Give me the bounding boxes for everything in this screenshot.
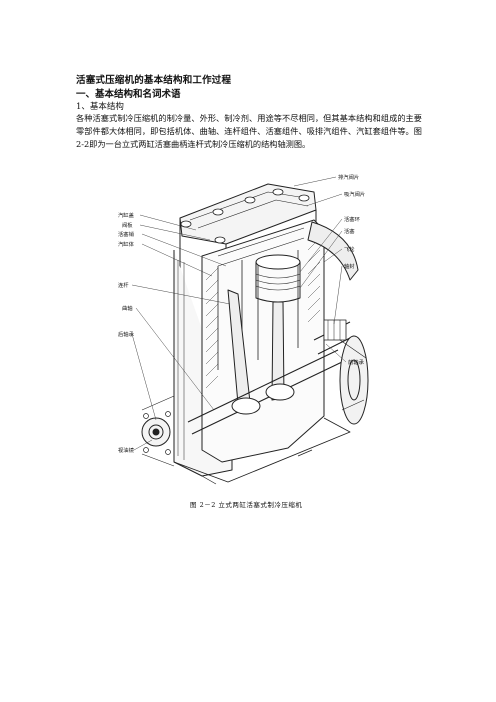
label-cylinder-body: 汽缸体 bbox=[118, 240, 135, 248]
label-exhaust-valve-plate: 排汽阀片 bbox=[338, 173, 359, 181]
figure-caption: 图 2－2 立式两缸活塞式制冷压缩机 bbox=[190, 501, 303, 509]
flywheel-shape bbox=[307, 221, 359, 281]
label-shaft-seal: 轴封 bbox=[344, 262, 355, 270]
label-rear-bearing: 后轴承 bbox=[118, 330, 135, 338]
label-front-bearing: 前轴承 bbox=[348, 358, 365, 366]
label-suction-valve-plate: 吸汽阀片 bbox=[344, 190, 365, 198]
label-connecting-rod: 连杆 bbox=[118, 281, 129, 289]
label-crankshaft: 曲轴 bbox=[122, 304, 133, 312]
compressor-drawing: 排汽阀片 吸汽阀片 汽缸盖 阀板 活塞销 汽缸体 活塞环 活塞 飞轮 轴封 连杆… bbox=[118, 173, 369, 485]
label-piston-ring: 活塞环 bbox=[344, 215, 360, 223]
label-cylinder-cover: 汽缸盖 bbox=[118, 211, 135, 219]
section-heading: 一、基本结构和名词术语 bbox=[76, 89, 181, 100]
label-piston: 活塞 bbox=[344, 227, 355, 235]
label-oil-sight-glass: 视油镜 bbox=[118, 446, 135, 454]
label-valve-plate: 阀板 bbox=[122, 221, 133, 229]
document-title: 活塞式压缩机的基本结构和工作过程 bbox=[76, 75, 232, 86]
subsection-heading: 1、基本结构 bbox=[76, 102, 124, 112]
body-paragraph: 各种活塞式制冷压缩机的制冷量、外形、制冷剂、用途等不尽相同，但其基本结构和组成的… bbox=[76, 113, 422, 149]
label-piston-pin: 活塞销 bbox=[118, 230, 135, 238]
label-flywheel: 飞轮 bbox=[344, 245, 355, 253]
compressor-illustration: 排汽阀片 吸汽阀片 汽缸盖 阀板 活塞销 汽缸体 活塞环 活塞 飞轮 轴封 连杆… bbox=[118, 170, 378, 486]
